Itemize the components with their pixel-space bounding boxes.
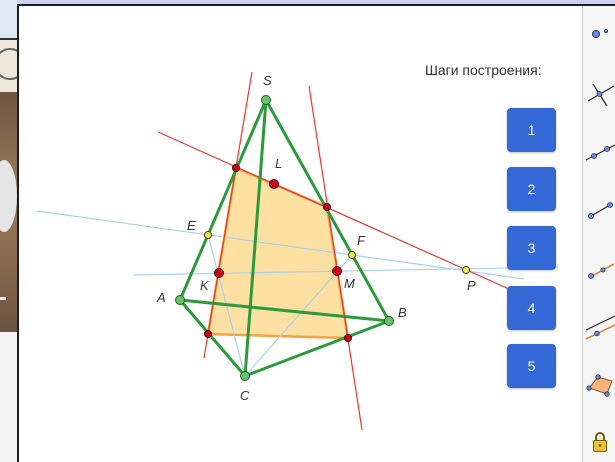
perpendicular-line-tool-icon	[587, 83, 615, 107]
ray-tool-icon	[588, 263, 615, 279]
background-page-strip	[0, 0, 17, 462]
label-L: L	[275, 156, 282, 171]
section-vertex-on-BC	[344, 334, 352, 342]
edge-SC	[243, 98, 268, 378]
label-P: P	[467, 278, 476, 293]
segment-tool-icon	[588, 202, 613, 219]
tool-perpendicular-line[interactable]	[585, 77, 615, 107]
background-top-band	[0, 0, 615, 4]
edge-AB	[178, 298, 391, 323]
label-C: C	[240, 388, 250, 403]
point-tool-icon	[592, 28, 608, 38]
steps-heading: Шаги построения:	[425, 62, 542, 78]
polygon-tool-icon	[586, 374, 613, 397]
tool-segment[interactable]	[585, 194, 615, 224]
step-button-1[interactable]: 1	[507, 108, 556, 152]
background-lower-area	[0, 332, 17, 462]
line-tool-icon	[585, 144, 615, 161]
point-F	[348, 251, 356, 259]
background-photo-mark	[0, 297, 6, 300]
tool-point[interactable]	[585, 18, 615, 48]
label-S: S	[263, 73, 272, 88]
section-quadrilateral	[206, 166, 350, 340]
edge-BC	[243, 319, 391, 378]
label-B: B	[398, 305, 407, 320]
helper-line-FC	[244, 254, 353, 377]
edge-SA	[178, 98, 268, 302]
tool-parallel-line[interactable]	[585, 311, 615, 341]
label-E: E	[187, 218, 196, 233]
tool-ray[interactable]	[585, 253, 615, 283]
point-A[interactable]	[175, 295, 185, 305]
step-button-4[interactable]: 4	[507, 286, 556, 330]
helper-line-KM	[132, 266, 559, 276]
point-E	[204, 231, 212, 239]
point-L[interactable]	[269, 179, 279, 189]
tool-bar	[582, 6, 615, 462]
step-button-5[interactable]: 5	[507, 344, 556, 388]
label-M: M	[344, 276, 355, 291]
helper-line-EF	[36, 210, 525, 280]
label-K: K	[200, 278, 210, 293]
red-line-upper	[157, 131, 519, 294]
tool-polygon[interactable]	[585, 368, 615, 398]
background-panel	[0, 40, 17, 92]
background-circle-shape	[0, 48, 17, 80]
step-button-3[interactable]: 3	[507, 226, 556, 270]
parallel-line-tool-icon	[585, 315, 615, 340]
tool-lock[interactable]	[585, 426, 615, 456]
step-button-2[interactable]: 2	[507, 167, 556, 211]
section-vertex-on-AC	[204, 330, 212, 338]
background-photo-highlight	[0, 160, 17, 232]
point-S[interactable]	[261, 95, 271, 105]
section-vertex-on-SB	[323, 203, 331, 211]
point-P	[462, 266, 470, 274]
edge-AC	[178, 298, 247, 378]
background-photo	[0, 92, 17, 332]
label-A: A	[156, 290, 166, 305]
section-vertex-on-SA	[232, 164, 240, 172]
tool-line[interactable]	[585, 135, 615, 165]
red-line-left	[203, 71, 253, 359]
point-B[interactable]	[384, 316, 394, 326]
point-K[interactable]	[214, 268, 224, 278]
background-window-corner	[0, 0, 17, 40]
label-F: F	[357, 233, 366, 248]
point-M[interactable]	[332, 266, 342, 276]
point-C[interactable]	[240, 371, 250, 381]
lock-icon	[593, 432, 607, 452]
construction-canvas[interactable]: S L E F K M A B C P	[19, 6, 582, 462]
red-line-right	[308, 85, 363, 431]
